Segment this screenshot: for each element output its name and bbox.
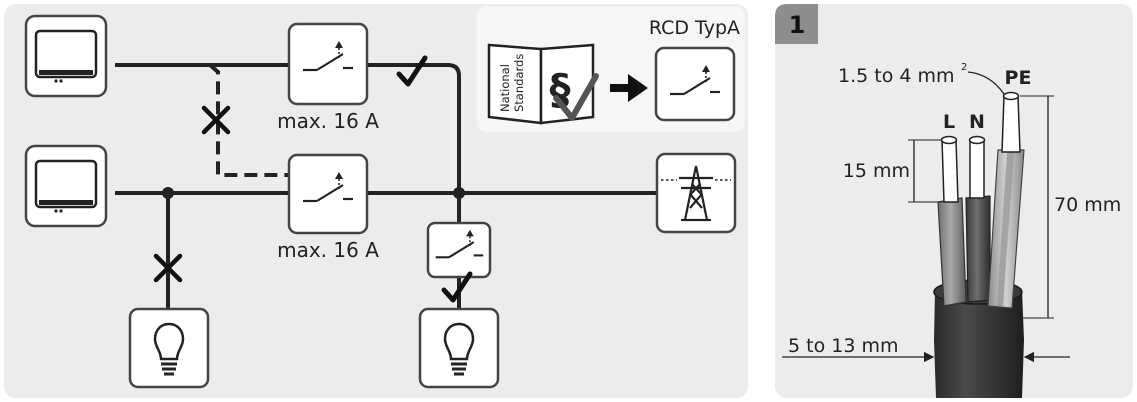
- circuit-breaker-top: [287, 22, 369, 106]
- wiring: [115, 63, 657, 310]
- breaker-top-rating: max. 16 A: [277, 109, 379, 133]
- inverter-icon: [24, 144, 108, 228]
- circuit-breaker-middle: [287, 153, 369, 235]
- conductor-n: [969, 139, 985, 199]
- step-number: 1: [789, 11, 806, 39]
- cable-illustration: [933, 91, 1025, 398]
- section-symbol: §: [550, 65, 571, 114]
- junction-dot-right: [453, 187, 465, 199]
- national-standards-book-icon: National Standards §: [487, 43, 599, 125]
- junction-dot-left: [162, 187, 174, 199]
- wire-top-right: [367, 63, 461, 195]
- cable-preparation-panel: 1 1.5 to 4 mm 2 PE L N: [775, 4, 1133, 398]
- step-badge: 1: [775, 4, 818, 44]
- cross-section-label: 1.5 to 4 mm: [838, 65, 955, 87]
- rcd-device-icon: [654, 46, 736, 122]
- conductor-l: [941, 139, 959, 203]
- wiring-diagram-panel: max. 16 A max. 16 A RCD T: [4, 4, 748, 398]
- sheath-length-label: 70 mm: [1054, 194, 1121, 216]
- conductor-pe: [1001, 95, 1021, 153]
- rcd-caption: RCD TypA: [649, 17, 740, 39]
- arrow-right-icon: [610, 74, 648, 102]
- circuit-breaker-branch: [426, 221, 492, 279]
- label-n: N: [969, 111, 985, 133]
- cable-diameter-label: 5 to 13 mm: [788, 335, 898, 357]
- inverter-icon: [24, 14, 108, 98]
- book-text-national: National: [498, 64, 512, 112]
- label-pe: PE: [1005, 67, 1032, 89]
- dimension-sheath-length: 70 mm: [1020, 95, 1121, 319]
- label-l: L: [943, 111, 955, 133]
- utility-grid-pylon-icon: [655, 152, 737, 234]
- lightbulb-icon: [418, 307, 500, 389]
- dimension-strip-length: 15 mm: [843, 139, 942, 203]
- approval-check-icon: [553, 73, 599, 121]
- book-text-standards: Standards: [512, 54, 526, 112]
- cross-section-superscript: 2: [961, 62, 967, 73]
- cable-outer-sheath: [934, 290, 1024, 398]
- lightbulb-icon: [128, 307, 210, 389]
- cross-section-leader-line: [967, 71, 1005, 95]
- rcd-requirement-inset: RCD TypA National Standards §: [477, 6, 745, 132]
- breaker-middle-rating: max. 16 A: [277, 238, 379, 262]
- wire-n-insulation: [965, 195, 991, 303]
- strip-length-label: 15 mm: [843, 160, 910, 182]
- dimension-cable-diameter: 5 to 13 mm: [782, 335, 1070, 363]
